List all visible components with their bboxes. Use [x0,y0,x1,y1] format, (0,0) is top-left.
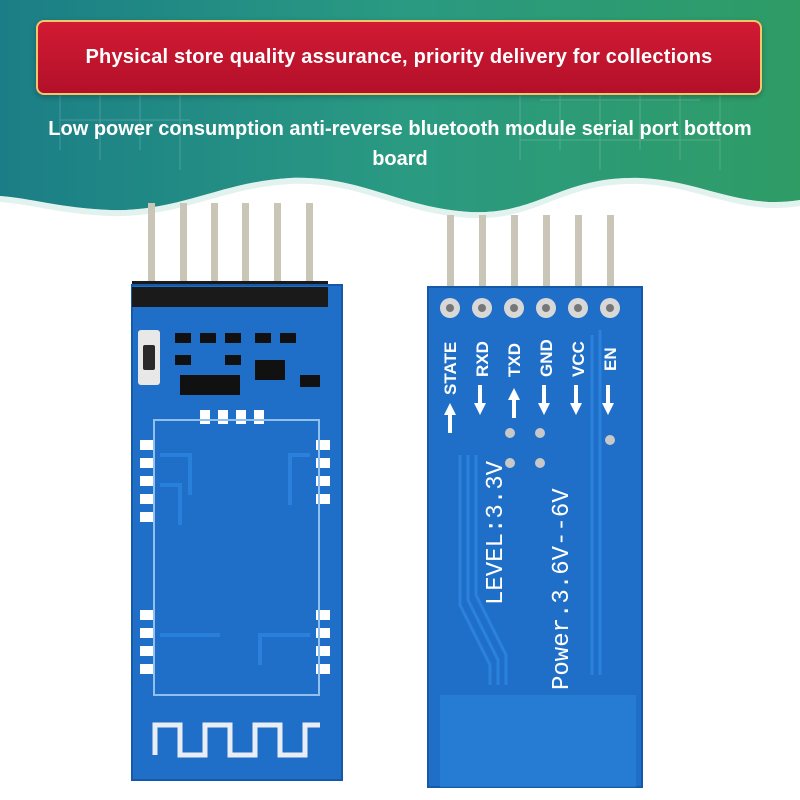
arrow-up-icon [508,388,520,418]
front-right-pads [316,440,330,674]
arrow-down-icon [474,385,486,415]
pin-direction-arrows [444,385,614,433]
arrow-down-icon [602,385,614,415]
power-label: Power.3.6V--6V [549,488,576,690]
pin-label-rxd: RXD [473,341,492,377]
pin-label-txd: TXD [505,343,524,377]
arrow-down-icon [570,385,582,415]
banner-text: Physical store quality assurance, priori… [85,46,713,68]
pin-label-vcc: VCC [569,341,588,377]
level-label: LEVEL:3.3V [483,460,510,605]
module-front-board [131,203,343,781]
pin-label-en: EN [601,347,620,371]
arrow-up-icon [444,403,456,433]
arrow-down-icon [538,385,550,415]
back-header-pins [447,215,614,290]
front-left-pads [140,440,154,674]
module-back-board: STATE RXD TXD GND VCC EN LEVEL:3.3V Powe… [427,215,643,788]
back-solder-pads [440,298,620,318]
product-subtitle: Low power consumption anti-reverse bluet… [48,118,752,170]
pin-label-gnd: GND [537,339,556,377]
pin-label-state: STATE [441,342,460,395]
promo-banner: Physical store quality assurance, priori… [36,20,762,95]
